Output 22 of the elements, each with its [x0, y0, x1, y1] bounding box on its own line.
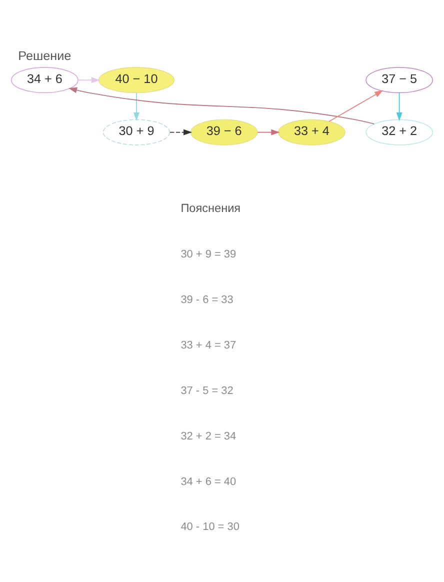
arrow	[396, 92, 402, 120]
arrow	[257, 128, 280, 135]
label: 37 - 5 = 32	[180, 384, 234, 396]
arrow	[328, 90, 384, 122]
arrow	[78, 76, 100, 83]
label: 32 + 2 = 34	[180, 430, 236, 442]
node-ellipse: 32 + 2	[366, 118, 434, 145]
node-ellipse: 40 − 10	[98, 66, 174, 93]
label: 40 - 10 = 30	[180, 520, 240, 533]
arrow	[68, 86, 375, 124]
label: 34 + 6 = 40	[180, 475, 236, 488]
label: 33 + 4 = 37	[180, 338, 236, 351]
arrow	[170, 128, 192, 135]
node-ellipse: 37 − 5	[366, 66, 434, 93]
label: 39 - 6 = 33	[180, 293, 234, 306]
label: Пояснения	[180, 202, 241, 215]
node-ellipse: 33 + 4	[278, 118, 346, 145]
node-ellipse: 39 − 6	[190, 118, 258, 145]
node-ellipse: 30 + 9	[102, 118, 170, 145]
arrow	[133, 92, 140, 120]
diagram-title: Решение	[18, 48, 72, 62]
label: 30 + 9 = 39	[180, 248, 236, 260]
